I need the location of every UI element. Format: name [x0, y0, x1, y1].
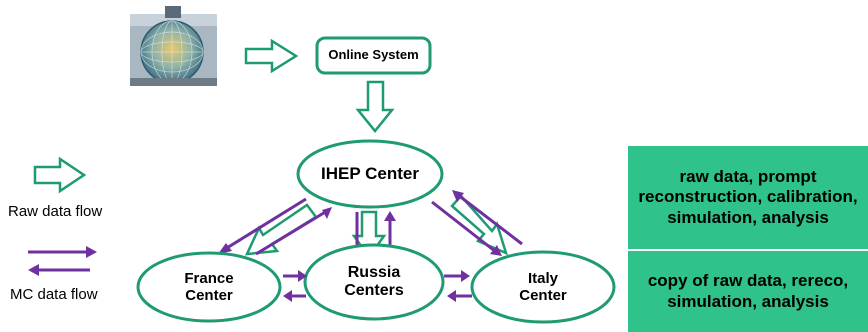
legend-raw-flow-icon [33, 156, 87, 194]
mc-flow-arrowhead-to-france-from-russia [283, 290, 292, 302]
detector-image-icon [130, 6, 217, 86]
ihep-role-text: raw data, prompt reconstruction, calibra… [638, 166, 858, 227]
mc-flow-arrowhead-to-ihep-from-italy [452, 190, 464, 202]
mc-flow-arrowhead-to-italy [490, 245, 502, 256]
legend-mc-flow-icon [28, 246, 97, 276]
online-system-label: Online System [328, 47, 419, 63]
mc-flow-line-italy-to-ihep [457, 193, 523, 246]
raw-flow-arrow-online-ihep [355, 80, 395, 133]
italy-center-label: Italy Center [519, 269, 567, 304]
mc-flow-arrowhead-to-russia-from-france [298, 270, 307, 282]
ihep-role-box: raw data, prompt reconstruction, calibra… [628, 146, 868, 249]
raw-flow-arrow-detector-online [244, 38, 299, 74]
france-center-node [136, 251, 282, 323]
mc-flow-line-ihep-to-italy [431, 200, 497, 254]
france-center-label: France Center [184, 269, 234, 304]
ihep-center-node [296, 139, 444, 209]
mc-flow-line-ihep-to-france [255, 209, 328, 256]
ihep-center-label: IHEP Center [321, 164, 419, 184]
mc-flow-arrowhead-to-ihep-from-france [322, 207, 332, 219]
online-system-node [315, 36, 432, 75]
remote-role-box: copy of raw data, rereco, simulation, an… [628, 251, 868, 332]
russia-centers-node [303, 243, 445, 321]
remote-role-text: copy of raw data, rereco, simulation, an… [647, 271, 849, 311]
mc-flow-arrowhead-to-russia-from-italy [447, 290, 456, 302]
mc-flow-arrowhead-to-france [218, 243, 232, 254]
mc-flow-line-france-to-ihep [221, 197, 307, 253]
legend-mc-flow-label: MC data flow [10, 286, 98, 303]
legend-raw-flow-label: Raw data flow [8, 203, 103, 220]
mc-flow-arrowhead-to-italy-from-russia [461, 270, 470, 282]
italy-center-node [470, 250, 616, 324]
russia-centers-label: Russia Centers [344, 263, 404, 299]
mc-flow-arrowhead-to-ihep-from-russia [384, 211, 396, 221]
